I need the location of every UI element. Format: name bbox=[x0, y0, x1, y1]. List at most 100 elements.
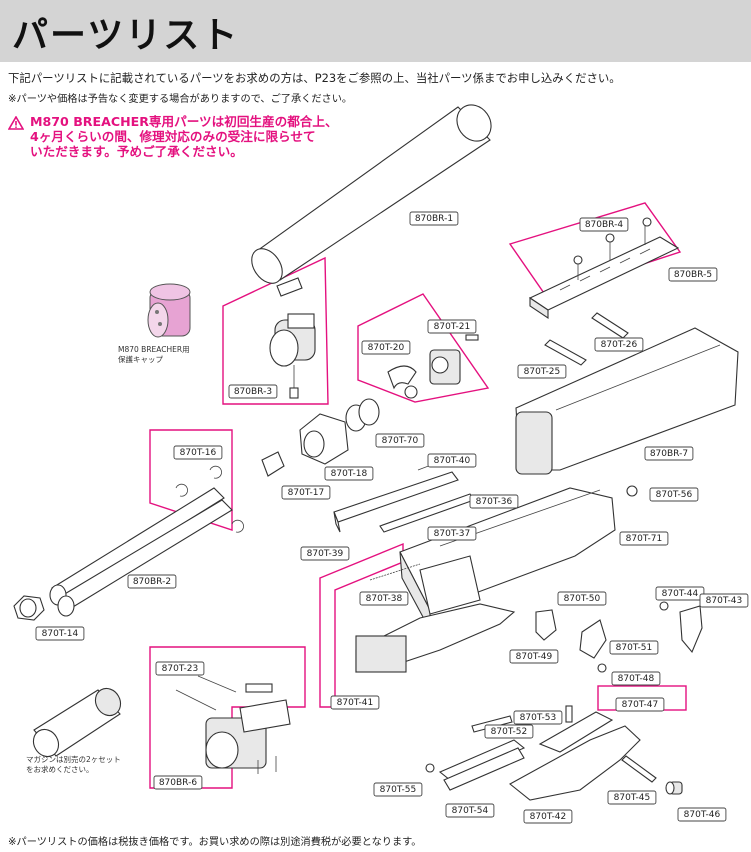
magazine-tubes bbox=[49, 465, 244, 617]
group-box-mount bbox=[149, 646, 306, 789]
part-label-870t-14: 870T-14 bbox=[35, 626, 85, 641]
part-code: 870T-47 bbox=[622, 700, 659, 710]
part-label-870t-45: 870T-45 bbox=[607, 790, 657, 805]
part-label-870t-55: 870T-55 bbox=[373, 782, 423, 797]
part-code: 870T-40 bbox=[434, 456, 471, 466]
part-label-870br-3: 870BR-3 bbox=[228, 384, 278, 399]
part-label-870t-46: 870T-46 bbox=[677, 807, 727, 822]
warning-block: M870 BREACHER専用パーツは初回生産の都合上、 4ヶ月くらいの間、修理… bbox=[8, 114, 368, 159]
part-label-870t-40: 870T-40 bbox=[427, 453, 477, 468]
part-label-870t-54: 870T-54 bbox=[445, 803, 495, 818]
notice-text: ※パーツや価格は予告なく変更する場合がありますので、ご了承ください。 bbox=[8, 94, 353, 105]
part-code: 870T-39 bbox=[307, 549, 344, 559]
group-box-tube-caps bbox=[149, 429, 233, 531]
part-code: 870T-50 bbox=[564, 594, 601, 604]
part-code: 870T-43 bbox=[706, 596, 743, 606]
part-code: 870BR-1 bbox=[415, 214, 453, 224]
part-label-870t-36: 870T-36 bbox=[469, 494, 519, 509]
part-label-870t-26: 870T-26 bbox=[594, 337, 644, 352]
part-code: 870T-14 bbox=[42, 629, 79, 639]
group-box-sling-swivel bbox=[357, 293, 490, 403]
part-code: 870T-51 bbox=[616, 643, 653, 653]
part-label-870t-42: 870T-42 bbox=[523, 809, 573, 824]
part-code: 870T-38 bbox=[366, 594, 403, 604]
top-rail bbox=[528, 217, 680, 320]
part-code: 870T-25 bbox=[524, 367, 561, 377]
part-label-870t-48: 870T-48 bbox=[611, 671, 661, 686]
part-code: 870T-70 bbox=[382, 436, 419, 446]
group-box-ring-mount bbox=[222, 256, 329, 405]
part-label-870br-4: 870BR-4 bbox=[579, 217, 629, 232]
part-label-870br-7: 870BR-7 bbox=[644, 446, 694, 461]
warning-icon bbox=[8, 116, 24, 130]
part-code: 870T-23 bbox=[162, 664, 199, 674]
caption-cap-line-1: M870 BREACHER用 bbox=[118, 345, 190, 354]
part-code: 870T-49 bbox=[516, 652, 553, 662]
caption-cap-line-2: 保護キャップ bbox=[118, 354, 163, 364]
ring-mount bbox=[269, 277, 316, 399]
part-label-870t-38: 870T-38 bbox=[359, 591, 409, 606]
pins bbox=[544, 312, 629, 366]
sling-swivel bbox=[387, 334, 479, 399]
end-caps bbox=[299, 398, 380, 465]
plates bbox=[333, 453, 475, 533]
trigger-parts bbox=[535, 485, 703, 673]
warning-line-1: M870 BREACHER専用パーツは初回生産の都合上、 bbox=[30, 114, 338, 129]
part-label-870br-5: 870BR-5 bbox=[668, 267, 718, 282]
part-label-870t-23: 870T-23 bbox=[155, 661, 205, 676]
part-label-870t-71: 870T-71 bbox=[619, 531, 669, 546]
part-code: 870T-44 bbox=[662, 589, 699, 599]
rail-mount bbox=[175, 675, 291, 774]
part-code: 870T-37 bbox=[434, 529, 471, 539]
part-code: 870T-56 bbox=[656, 490, 693, 500]
part-label-870t-25: 870T-25 bbox=[517, 364, 567, 379]
part-label-870t-39: 870T-39 bbox=[300, 546, 350, 561]
lower-receiver bbox=[355, 555, 516, 673]
part-label-870t-49: 870T-49 bbox=[509, 649, 559, 664]
part-label-870t-20: 870T-20 bbox=[361, 340, 411, 355]
part-code: 870T-20 bbox=[368, 343, 405, 353]
group-boxes bbox=[149, 202, 687, 789]
warning-line-3: いただきます。予めご了承ください。 bbox=[30, 144, 243, 159]
intro-text: 下記パーツリストに記載されているパーツをお求めの方は、P23をご参照の上、当社パ… bbox=[8, 71, 621, 85]
part-label-870t-70: 870T-70 bbox=[375, 433, 425, 448]
part-label-870t-44: 870T-44 bbox=[655, 586, 705, 601]
part-label-870t-50: 870T-50 bbox=[557, 591, 607, 606]
part-label-870t-43: 870T-43 bbox=[699, 593, 749, 608]
group-box-rail bbox=[508, 202, 682, 297]
page-header: パーツリスト bbox=[0, 0, 751, 62]
part-code: 870T-21 bbox=[434, 322, 471, 332]
magazine bbox=[32, 687, 122, 758]
part-label-870t-16: 870T-16 bbox=[173, 445, 223, 460]
protective-cap bbox=[147, 283, 191, 338]
part-code: 870T-71 bbox=[626, 534, 663, 544]
part-label-870t-53: 870T-53 bbox=[513, 710, 563, 725]
part-code: 870T-16 bbox=[180, 448, 217, 458]
part-code: 870T-55 bbox=[380, 785, 417, 795]
caption-magazine-line-1: マガジンは別売の2ヶセット bbox=[26, 754, 121, 764]
follower bbox=[425, 739, 526, 791]
part-code: 870BR-4 bbox=[585, 220, 623, 230]
part-code: 870T-48 bbox=[618, 674, 655, 684]
barrel-tube bbox=[251, 104, 492, 284]
part-label-870t-56: 870T-56 bbox=[649, 487, 699, 502]
part-label-870t-52: 870T-52 bbox=[484, 724, 534, 739]
trigger-housing bbox=[471, 705, 641, 801]
footer-note: ※パーツリストの価格は税抜き価格です。お買い求めの際は別途消費税が必要となります… bbox=[8, 837, 422, 848]
part-code: 870T-54 bbox=[452, 806, 489, 816]
cap-870T-14 bbox=[13, 595, 45, 621]
part-code: 870BR-3 bbox=[234, 387, 272, 397]
caption-magazine-line-2: をお求めください。 bbox=[26, 764, 94, 774]
pin-and-screw bbox=[621, 755, 683, 795]
part-label-870t-17: 870T-17 bbox=[281, 485, 331, 500]
part-label-870t-21: 870T-21 bbox=[427, 319, 477, 334]
part-label-870br-6: 870BR-6 bbox=[153, 775, 203, 790]
part-code: 870BR-7 bbox=[650, 449, 688, 459]
part-label-870t-47: 870T-47 bbox=[615, 697, 665, 712]
part-label-870br-2: 870BR-2 bbox=[127, 574, 177, 589]
part-code: 870T-42 bbox=[530, 812, 567, 822]
warning-line-2: 4ヶ月くらいの間、修理対応のみの受注に限らせて bbox=[30, 129, 316, 144]
clip-870T-17 bbox=[261, 451, 285, 477]
